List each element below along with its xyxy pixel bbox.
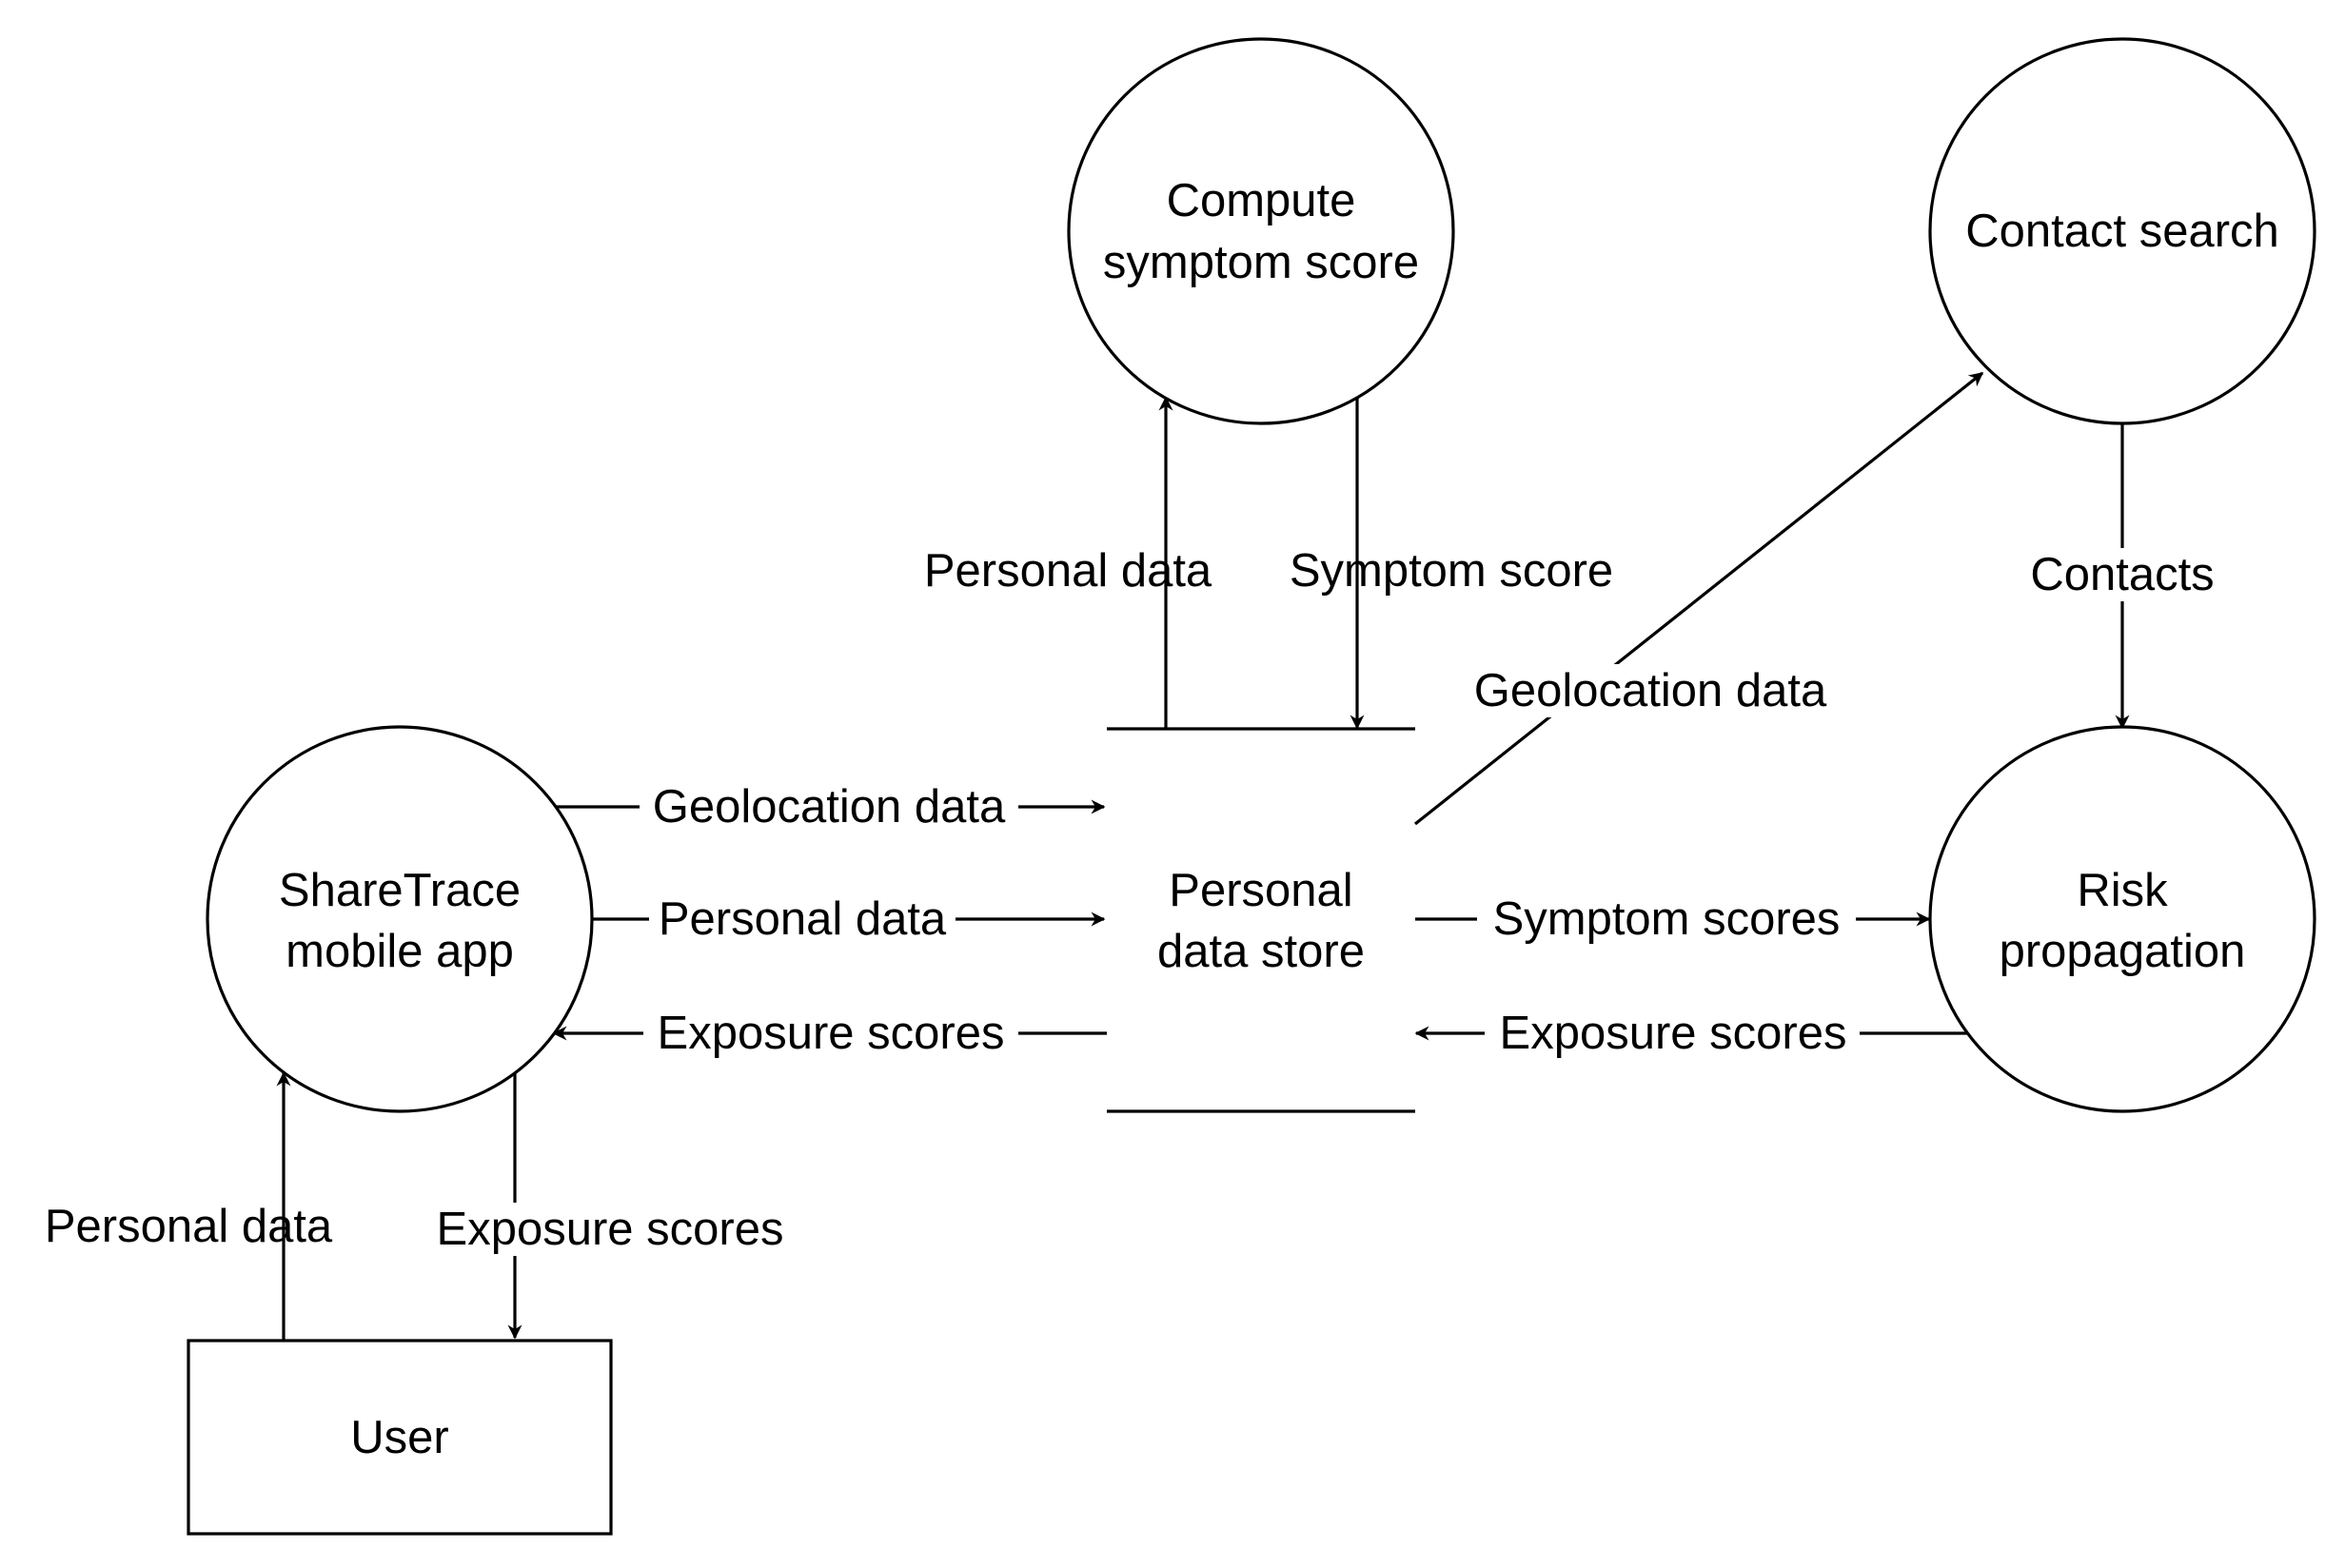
node-label-line-2: mobile app (286, 926, 514, 977)
edge-contact-to-risk-contacts: Contacts (2022, 422, 2222, 730)
node-label-line-1: Compute (1167, 175, 1356, 226)
edge-risk-to-store-exposure: Exposure scores (1414, 1007, 1968, 1060)
edge-store-to-contact-geolocation: Geolocation data (1414, 371, 1984, 826)
edge-label: Exposure scores (658, 1008, 1005, 1059)
node-label-line-2: data store (1157, 926, 1365, 977)
edge-label: Personal data (924, 545, 1212, 597)
edge-label: Exposure scores (1500, 1008, 1847, 1059)
node-label-line-1: Risk (2077, 865, 2168, 916)
process-contact-search: Contact search (1928, 37, 2316, 425)
edge-label: Geolocation data (1474, 665, 1827, 716)
node-label-line-1: Personal (1169, 865, 1352, 916)
edge-label: Symptom scores (1493, 893, 1841, 945)
edge-store-to-risk-symptom: Symptom scores (1415, 892, 1931, 946)
node-label-line-2: symptom score (1103, 237, 1419, 288)
process-sharetrace-mobile-app: ShareTrace mobile app (206, 725, 594, 1113)
node-label-line-2: propagation (2000, 926, 2246, 977)
edge-store-to-compute-personal: Personal data (924, 396, 1212, 728)
process-compute-symptom-score: Compute symptom score (1067, 37, 1455, 425)
process-risk-propagation: Risk propagation (1928, 725, 2316, 1113)
edge-label: Contacts (2030, 549, 2214, 600)
node-label: Contact search (1965, 206, 2279, 257)
edge-label: Geolocation data (653, 781, 1006, 833)
external-entity-user: User (187, 1339, 613, 1536)
edge-app-to-user-exposure: Exposure scores (423, 1073, 798, 1340)
edge-user-to-app-personal: Personal data (45, 1071, 333, 1340)
edge-compute-to-store-symptom: Symptom score (1290, 398, 1613, 730)
edge-label: Personal data (659, 893, 947, 945)
node-label: User (350, 1412, 448, 1463)
edge-label: Personal data (45, 1201, 333, 1252)
edge-label: Exposure scores (437, 1204, 784, 1255)
data-store-personal-data-store: Personal data store (1107, 727, 1415, 1113)
edge-label: Symptom score (1290, 545, 1613, 597)
edge-store-to-app-exposure: Exposure scores (552, 1007, 1107, 1060)
edge-app-to-store-geolocation: Geolocation data (555, 780, 1106, 833)
node-label-line-1: ShareTrace (279, 865, 521, 916)
edge-app-to-store-personal: Personal data (592, 892, 1106, 946)
